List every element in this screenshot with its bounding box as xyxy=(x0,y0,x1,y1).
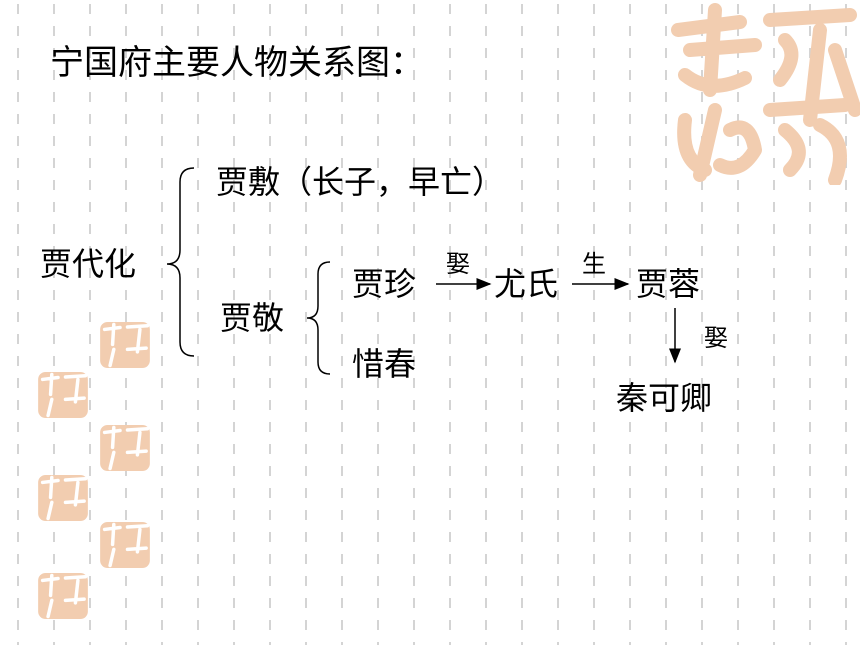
relation-label-you-rong: 生 xyxy=(582,250,606,278)
seal-logo-small-4 xyxy=(38,475,88,521)
node-you-shi: 尤氏 xyxy=(494,265,559,303)
node-jia-rong: 贾蓉 xyxy=(636,265,701,303)
relation-label-rong-qin: 娶 xyxy=(704,324,728,352)
node-jia-jing: 贾敬 xyxy=(220,299,285,337)
node-jia-zhen: 贾珍 xyxy=(352,265,417,303)
relation-label-zhen-you: 娶 xyxy=(446,250,470,278)
brace-large xyxy=(166,167,195,357)
seal-logo-small-1 xyxy=(100,322,150,368)
node-qin-keqing: 秦可卿 xyxy=(616,379,713,417)
seal-logo-small-6 xyxy=(38,573,88,619)
node-xi-chun: 惜春 xyxy=(352,345,417,383)
node-jia-daihua: 贾代化 xyxy=(40,245,137,283)
seal-logo-small-2 xyxy=(38,372,88,418)
seal-logo-large xyxy=(671,3,860,185)
brace-small xyxy=(306,261,331,375)
node-jia-fu: 贾敷（长子，早亡） xyxy=(216,163,505,201)
seal-logo-small-5 xyxy=(100,522,150,568)
page-title: 宁国府主要人物关系图： xyxy=(50,43,424,83)
seal-logo-small-3 xyxy=(100,425,150,471)
